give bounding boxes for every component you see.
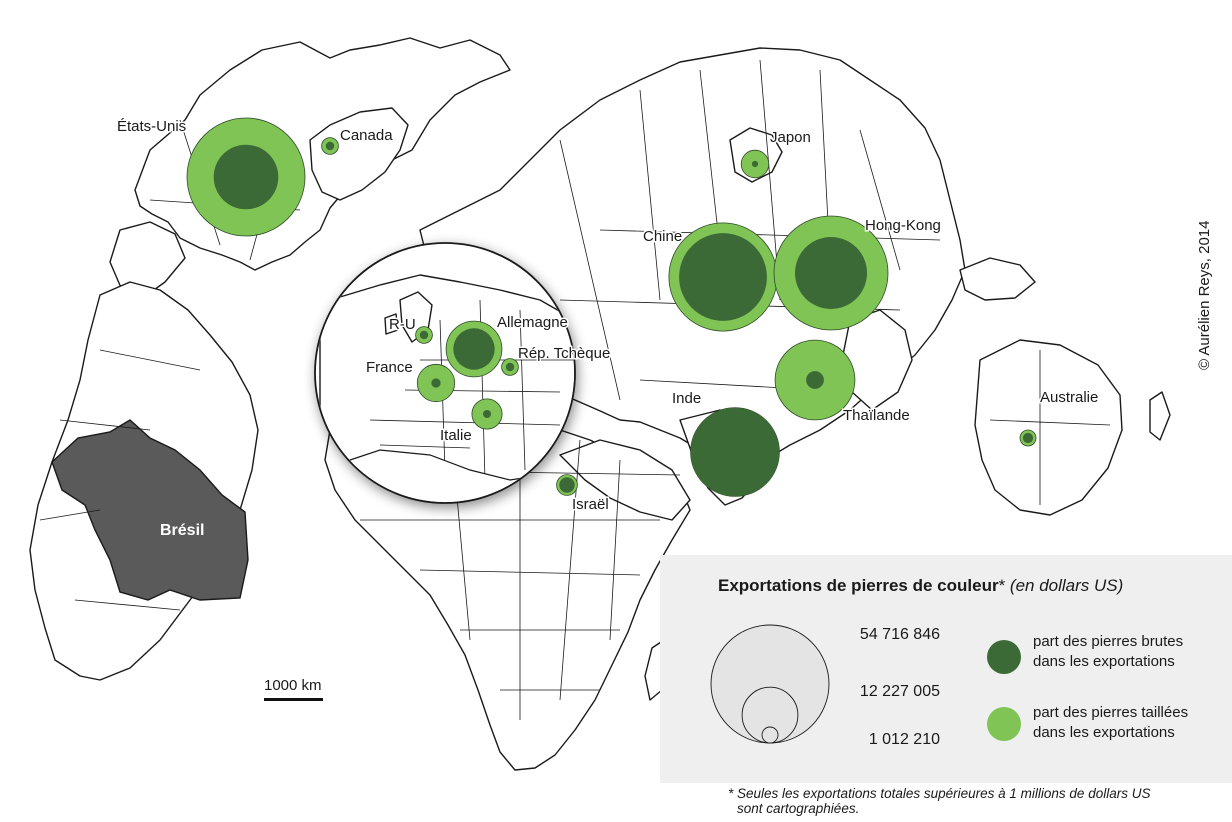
copyright-credit: © Aurélien Reys, 2014 <box>1196 220 1213 370</box>
circle-raw-allemagne <box>453 328 495 370</box>
circle-raw-australie <box>1022 432 1034 444</box>
circle-raw-inde <box>690 407 780 497</box>
circle-raw-chine <box>679 233 767 321</box>
circle-raw-france <box>431 378 441 388</box>
footnote-line-2: sont cartographiées. <box>737 801 860 816</box>
legend-cut-line-2: dans les exportations <box>1033 724 1175 741</box>
australia-landmass <box>974 339 1123 516</box>
legend-raw-line-2: dans les exportations <box>1033 653 1175 670</box>
legend-raw-line-1: part des pierres brutes <box>1033 633 1184 650</box>
label-france: France <box>366 359 413 376</box>
label-canada: Canada <box>340 127 393 144</box>
legend-cut-text: part des pierres taillées dans les expor… <box>1033 703 1188 743</box>
circle-raw--tats-unis <box>213 144 279 210</box>
circle-raw-tha-lande <box>806 371 824 389</box>
circle-raw-r-u <box>419 330 429 340</box>
circle-raw-italie <box>483 410 491 418</box>
circle-raw-r-p-tch-que <box>505 362 515 372</box>
legend-cut-line-1: part des pierres taillées <box>1033 704 1189 721</box>
country-borders <box>39 59 1111 720</box>
label-chine: Chine <box>643 228 682 245</box>
footnote: * Seules les exportations totales supéri… <box>728 786 1150 816</box>
label-rep-tcheque: Rép. Tchèque <box>518 345 610 362</box>
label-australie: Australie <box>1040 389 1098 406</box>
legend-title-star: * <box>998 576 1006 595</box>
new-zealand-landmass <box>1149 391 1171 441</box>
legend-raw-swatch <box>987 640 1021 674</box>
footnote-line-1: * Seules les exportations totales supéri… <box>728 786 1151 801</box>
legend-title-unit: (en dollars US) <box>1005 576 1124 595</box>
legend-title-main: Exportations de pierres de couleur <box>718 576 999 595</box>
legend-value-mid: 12 227 005 <box>859 683 940 700</box>
greenland-landmass <box>309 107 409 201</box>
legend-size-circle-3 <box>761 726 779 744</box>
label-allemagne: Allemagne <box>497 314 568 331</box>
legend-value-max: 54 716 846 <box>859 626 940 643</box>
scale-bar-label: 1000 km <box>264 677 322 694</box>
brazil-highlight <box>51 419 249 601</box>
label-inde: Inde <box>672 390 701 407</box>
label-etats-unis: États-Unis <box>117 118 186 135</box>
label-hong-kong: Hong-Kong <box>865 217 941 234</box>
legend-title: Exportations de pierres de couleur* (en … <box>718 576 1123 596</box>
circle-raw-isra-l <box>559 477 575 493</box>
label-bresil: Brésil <box>160 522 204 539</box>
legend-raw-text: part des pierres brutes dans les exporta… <box>1033 632 1183 672</box>
scale-bar-line <box>264 698 323 701</box>
arabia-landmass <box>559 439 691 521</box>
export-circles <box>186 117 1037 497</box>
circle-raw-hong-kong <box>795 237 867 309</box>
label-r-u: R-U <box>389 316 416 333</box>
scale-bar: 1000 km <box>264 677 323 701</box>
alaska-landmass <box>109 221 186 301</box>
circle-raw-japon <box>751 160 759 168</box>
label-japon: Japon <box>770 129 811 146</box>
label-italie: Italie <box>440 427 472 444</box>
legend-cut-swatch <box>987 707 1021 741</box>
circle-raw-canada <box>325 141 335 151</box>
country-labels: États-Unis Canada Japon Chine Hong-Kong … <box>116 117 1100 540</box>
label-thailande: Thaïlande <box>843 407 910 424</box>
label-israel: Israël <box>572 496 609 513</box>
legend-value-min: 1 012 210 <box>868 731 940 748</box>
new-guinea-landmass <box>959 257 1036 301</box>
